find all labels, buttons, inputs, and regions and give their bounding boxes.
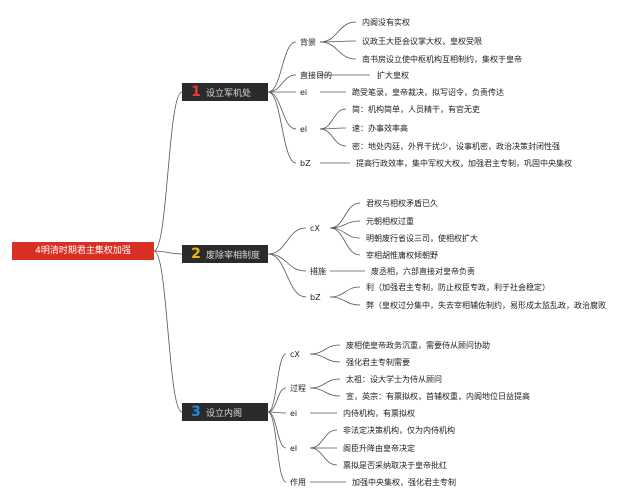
branch-node-1: 1 设立军机处 bbox=[182, 83, 268, 101]
group-label: el bbox=[290, 444, 298, 453]
leaf-item: 宰相胡惟庸权倾朝野 bbox=[366, 251, 438, 260]
leaf-item: 提高行政效率，集中军权大权，加强君主专制，巩固中央集权 bbox=[356, 159, 572, 168]
leaf-item: 速：办事效率高 bbox=[352, 124, 408, 133]
leaf-item: 扩大皇权 bbox=[377, 71, 409, 80]
group-label: el bbox=[300, 125, 308, 134]
branch-number: 1 bbox=[191, 84, 201, 100]
group-label: 直接目的 bbox=[300, 71, 332, 80]
leaf-item: 元朝相权过重 bbox=[366, 217, 414, 226]
branch-node-3: 3 设立内阁 bbox=[182, 403, 268, 421]
leaf-item: 太祖：设大学士为侍从顾问 bbox=[346, 375, 442, 384]
leaf-item: 跪受笔录，皇帝裁决，拟写诏令，负责传达 bbox=[352, 88, 504, 97]
leaf-item: 非法定决策机构，仅为内侍机构 bbox=[343, 426, 455, 435]
leaf-item: 内阁没有实权 bbox=[362, 18, 410, 27]
group-label: bZ bbox=[310, 293, 321, 302]
group-label: cX bbox=[310, 224, 320, 233]
leaf-item: 宣，英宗：有票拟权，首辅权重，内阁地位日益提高 bbox=[346, 392, 530, 401]
leaf-item: 简：机构简单，人员精干，有官无吏 bbox=[352, 105, 480, 114]
branch-number: 2 bbox=[191, 246, 201, 262]
group-label: bZ bbox=[300, 159, 311, 168]
leaf-item: 强化君主专制需要 bbox=[346, 358, 410, 367]
leaf-item: 加强中央集权，强化君主专制 bbox=[352, 478, 456, 487]
group-label: 作用 bbox=[290, 478, 306, 487]
group-label: 措施 bbox=[310, 267, 326, 276]
leaf-item: 阁臣升降由皇帝决定 bbox=[343, 444, 415, 453]
leaf-item: 明朝废行省设三司，使相权扩大 bbox=[366, 234, 478, 243]
leaf-item: 弊（皇权过分集中，失去宰相辅佐制约，易形成太监乱政，政治腐败 bbox=[366, 301, 606, 310]
group-label: cX bbox=[290, 350, 300, 359]
leaf-item: 利（加强君主专制，防止权臣专政，利于社会稳定） bbox=[366, 283, 550, 292]
leaf-item: 君权与相权矛盾已久 bbox=[366, 199, 438, 208]
leaf-item: 票拟是否采纳取决于皇帝批红 bbox=[343, 461, 447, 470]
leaf-item: 密：地处内廷，外界干扰少，设事机密，政治决策封闭性强 bbox=[352, 142, 560, 151]
leaf-item: 废相使皇帝政务沉重，需要侍从顾问协助 bbox=[346, 341, 490, 350]
leaf-item: 南书房设立使中枢机构互相制约，集权于皇帝 bbox=[362, 55, 522, 64]
branch-label: 设立内阁 bbox=[206, 409, 243, 419]
branch-label: 设立军机处 bbox=[206, 89, 252, 99]
root-node: 4明清时期君主集权加强 bbox=[12, 242, 154, 260]
group-label: ei bbox=[290, 409, 298, 418]
leaf-item: 废丞相，六部直接对皇帝负责 bbox=[371, 267, 475, 276]
group-label: 背景 bbox=[300, 38, 316, 47]
leaf-item: 议政王大臣会议掌大权，皇权受限 bbox=[362, 37, 482, 46]
branch-number: 3 bbox=[191, 404, 201, 420]
branch-node-2: 2 废除宰相制度 bbox=[182, 245, 268, 263]
group-label: ei bbox=[300, 88, 308, 97]
branch-label: 废除宰相制度 bbox=[206, 251, 261, 261]
leaf-item: 内侍机构，有票拟权 bbox=[343, 409, 415, 418]
group-label: 过程 bbox=[290, 384, 306, 393]
